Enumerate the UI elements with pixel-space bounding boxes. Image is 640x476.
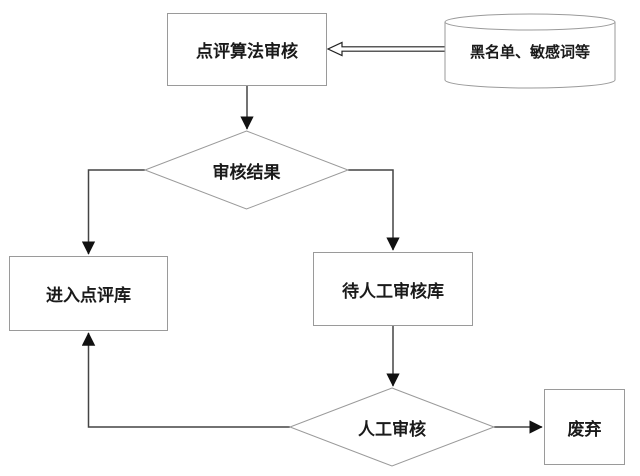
diamond-shape-manual-review bbox=[288, 387, 496, 467]
connector-manual-review-to-review-lib bbox=[81, 332, 290, 428]
database-cylinder-top bbox=[444, 13, 616, 31]
node-manual-queue-label: 待人工审核库 bbox=[342, 281, 444, 301]
node-discard-label: 废弃 bbox=[567, 419, 602, 439]
hollow-arrow-blacklist-db-to-algo-review bbox=[326, 41, 447, 57]
connector-review-result-to-manual-queue bbox=[348, 169, 400, 251]
node-review-lib: 进入点评库 bbox=[9, 256, 168, 331]
node-manual-queue: 待人工审核库 bbox=[313, 252, 473, 326]
node-review-lib-label: 进入点评库 bbox=[46, 286, 131, 305]
node-discard: 废弃 bbox=[544, 389, 625, 465]
diamond-shape-review-result bbox=[143, 130, 350, 210]
node-algo-review-label: 点评算法审核 bbox=[196, 42, 298, 61]
database-cylinder-body bbox=[444, 22, 616, 89]
node-algo-review: 点评算法审核 bbox=[167, 13, 327, 86]
connector-review-result-to-review-lib bbox=[81, 169, 145, 255]
